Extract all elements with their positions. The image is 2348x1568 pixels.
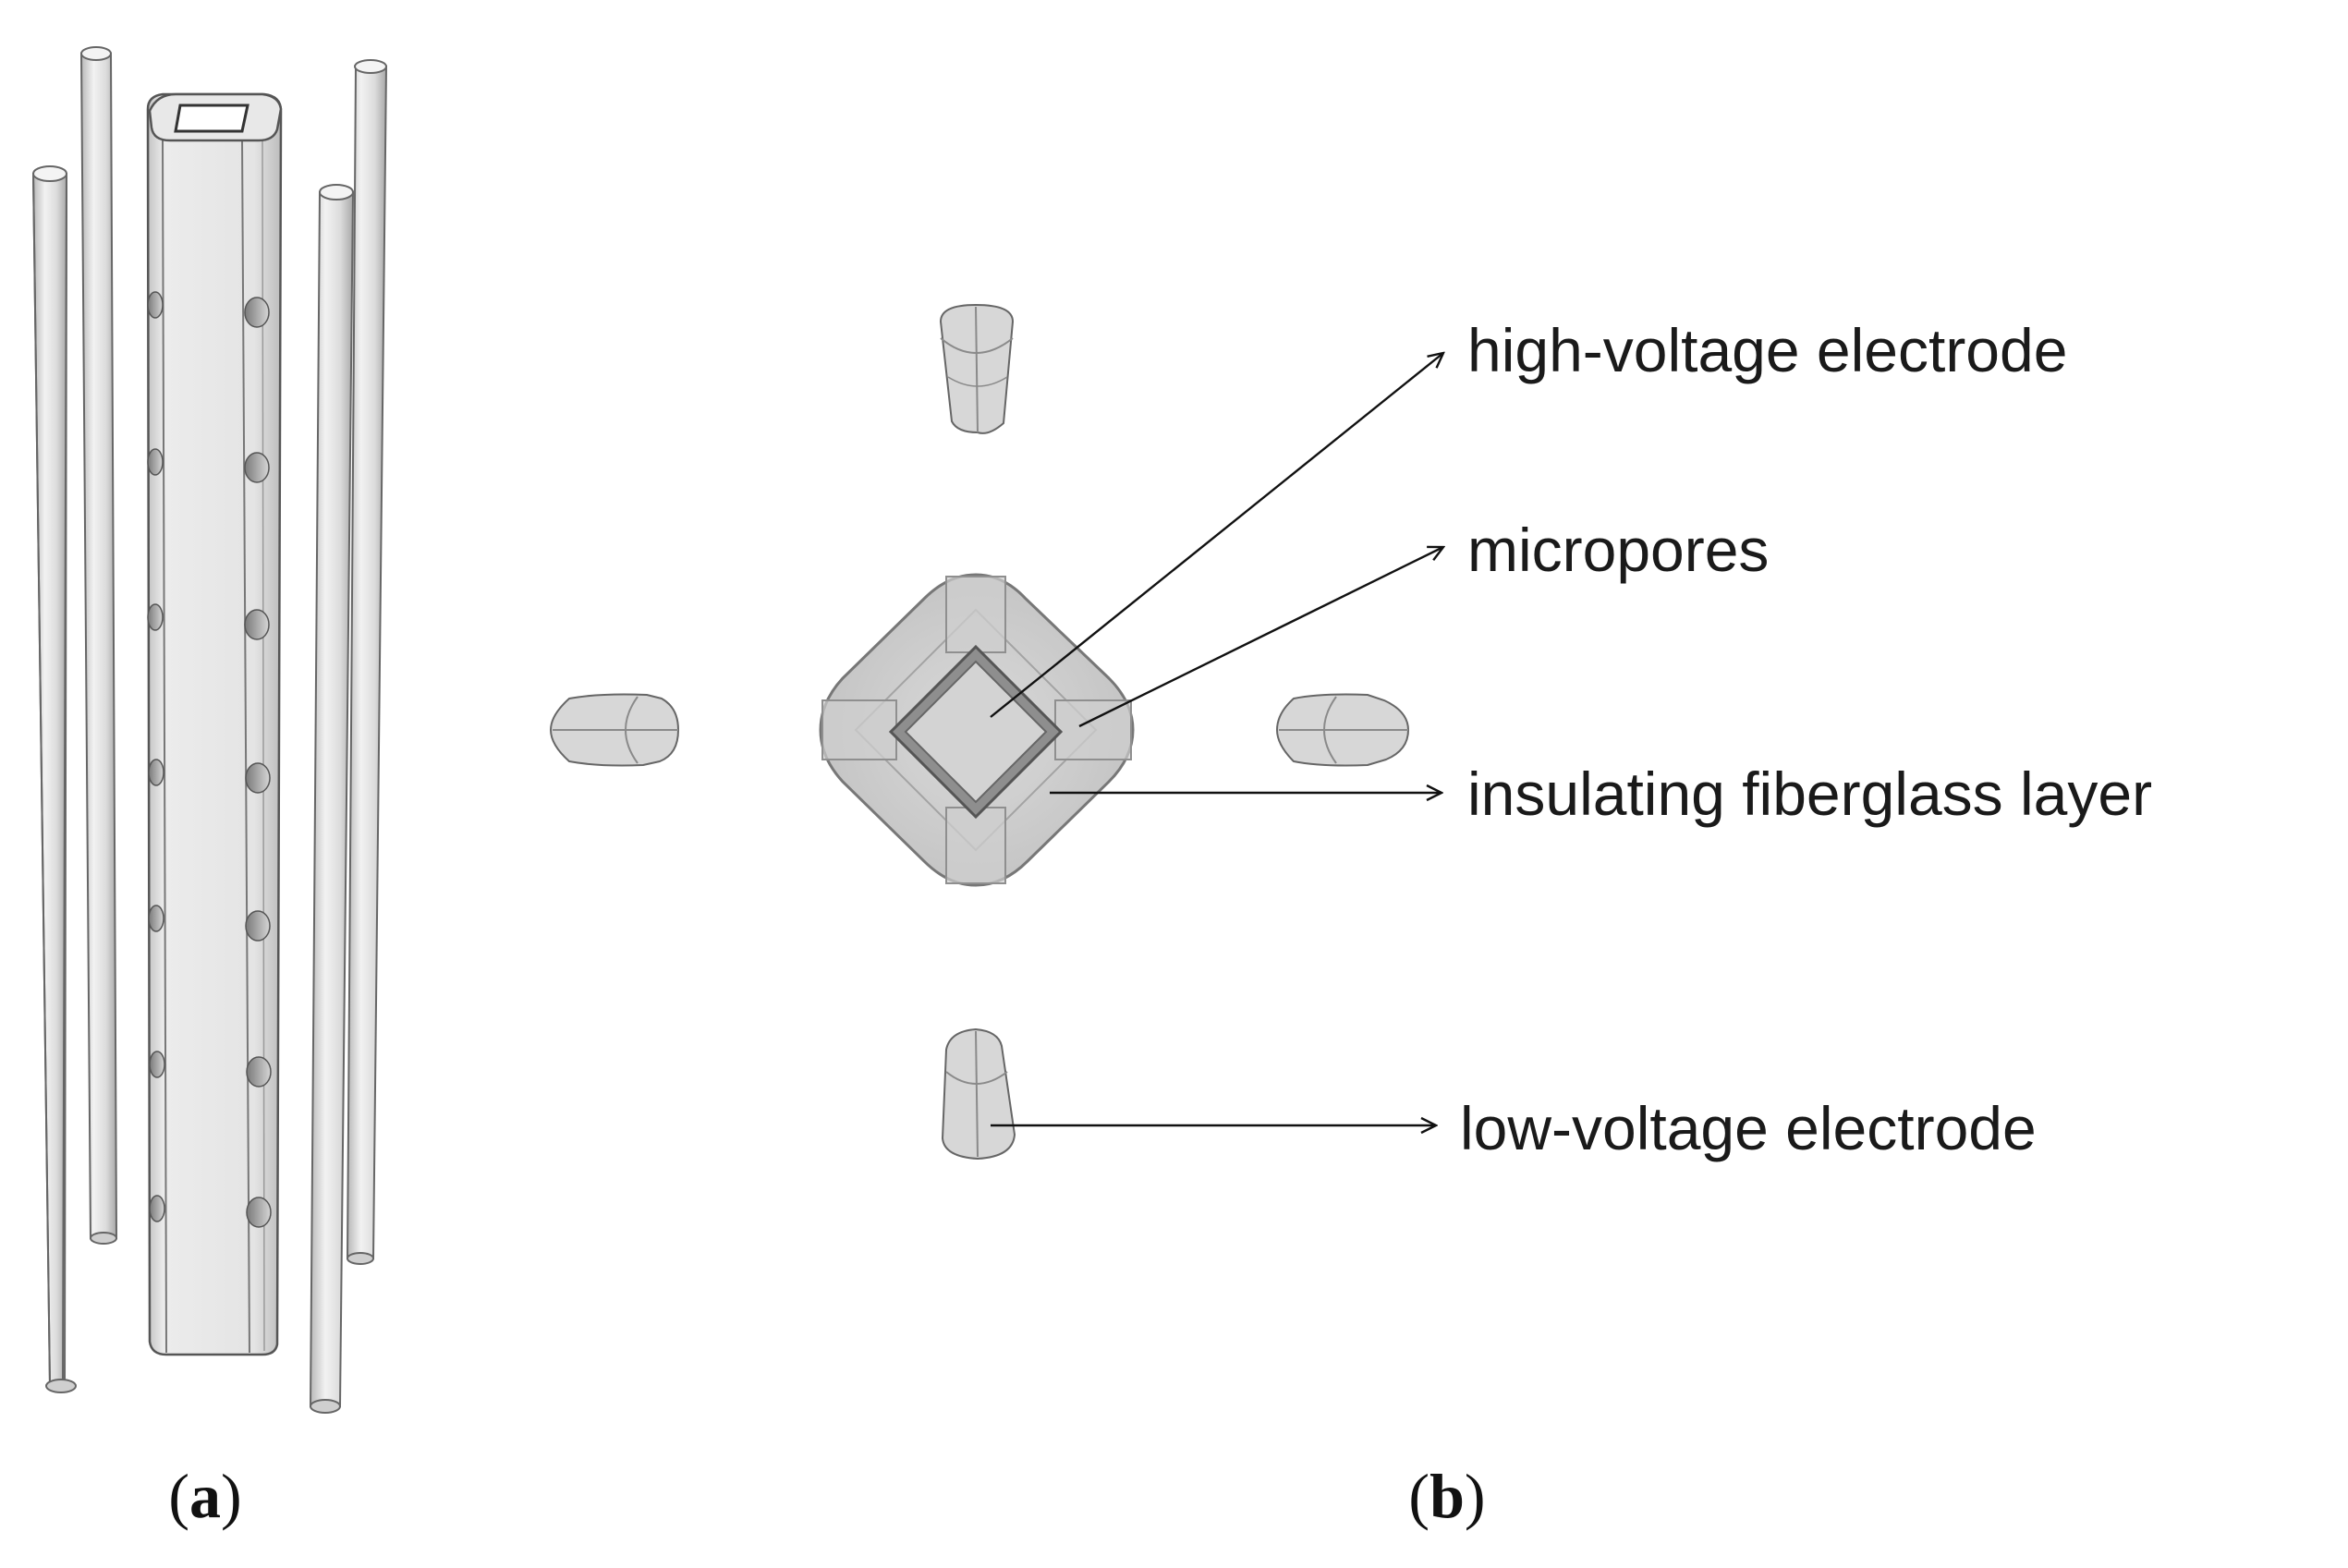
- label-micropores: micropores: [1467, 516, 1769, 584]
- panel-label-b: (b): [1408, 1461, 1485, 1531]
- fiberglass-tube: [146, 92, 283, 1356]
- panel-label-a: (a): [168, 1461, 241, 1531]
- electrode-rod-front-right: [309, 184, 355, 1414]
- electrode-bottom: [941, 1027, 1016, 1161]
- electrode-top: [939, 303, 1015, 434]
- electrode-rod-back-right: [346, 59, 388, 1265]
- arrow-high-voltage-electrode: [990, 353, 1443, 718]
- high-voltage-electrode-core: [888, 644, 1064, 820]
- electrode-rod-back-left: [79, 46, 118, 1245]
- micropores-left-column: [147, 291, 165, 1222]
- panel-a-model: [31, 46, 388, 1414]
- label-low-voltage-electrode: low-voltage electrode: [1460, 1094, 2037, 1162]
- electrode-left: [549, 693, 680, 767]
- electrode-right: [1275, 693, 1410, 767]
- electrode-rod-front-left: [31, 165, 77, 1393]
- arrow-micropores: [1078, 547, 1443, 728]
- panel-b-model: [549, 303, 1410, 1161]
- callout-arrows: [990, 353, 1443, 1125]
- micropores-right-column: [244, 297, 272, 1228]
- label-high-voltage-electrode: high-voltage electrode: [1467, 316, 2067, 384]
- label-insulating-layer: insulating fiberglass layer: [1467, 760, 2152, 828]
